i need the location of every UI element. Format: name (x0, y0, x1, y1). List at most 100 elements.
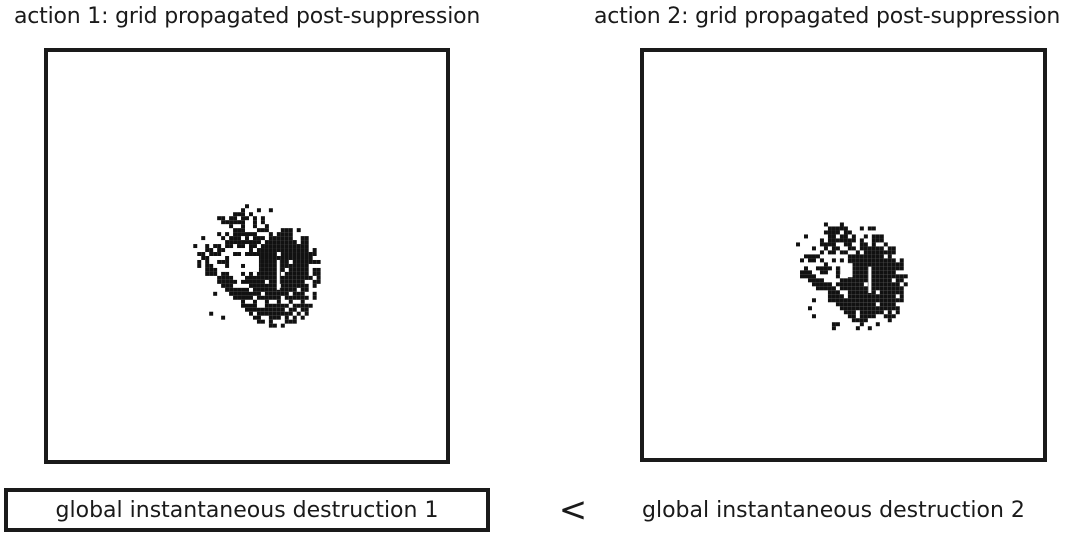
burned-cell (895, 310, 900, 315)
burned-cell (875, 258, 880, 263)
burned-cell (292, 240, 297, 245)
burned-cell (304, 236, 309, 241)
burned-cell (300, 252, 305, 256)
burned-cell (205, 259, 210, 264)
burned-cell (308, 256, 313, 260)
burned-cell (851, 282, 856, 287)
burned-cell (843, 278, 848, 283)
burned-cell (304, 240, 309, 245)
burned-cell (304, 248, 309, 253)
burned-cell (887, 282, 892, 287)
burned-cell (248, 271, 253, 276)
burned-cell (847, 290, 852, 295)
burned-cell (241, 279, 246, 284)
burned-cell (237, 240, 242, 245)
burned-cell (197, 252, 202, 256)
burned-cell (284, 252, 289, 256)
burned-cell (855, 270, 860, 275)
burned-cell (887, 310, 892, 315)
burned-cell (225, 244, 230, 249)
burned-cell (256, 287, 261, 292)
burned-cell (225, 275, 230, 280)
burned-cell (839, 298, 844, 303)
burned-cell (260, 267, 265, 272)
burned-cell (883, 262, 888, 267)
burned-cell (252, 303, 257, 308)
burned-cell (260, 252, 265, 256)
burned-cell (225, 283, 230, 288)
burned-cell (260, 236, 265, 241)
burned-cell (895, 282, 900, 287)
burned-cell (859, 238, 864, 243)
burned-cell (300, 267, 305, 272)
burned-cell (843, 230, 848, 235)
burned-cell (233, 228, 238, 233)
burned-cell (245, 275, 249, 280)
burned-cell (268, 240, 273, 245)
burned-cell (241, 299, 246, 304)
burned-cell (312, 248, 317, 253)
burned-cell (260, 283, 265, 288)
burned-cell (264, 291, 269, 296)
burned-cell (867, 310, 872, 315)
burned-cell (831, 286, 836, 291)
burned-cell (245, 232, 249, 237)
burned-cell (867, 246, 872, 251)
burned-cell (871, 306, 876, 311)
burned-cell (276, 291, 281, 296)
burned-cell (803, 274, 808, 279)
burned-cell (883, 274, 888, 279)
burned-cell (288, 232, 293, 237)
burned-cell (827, 238, 832, 243)
burned-cell (288, 271, 293, 276)
burned-cell (312, 279, 317, 284)
burned-cell (867, 326, 872, 331)
burned-cell (245, 279, 249, 284)
burned-cell (248, 275, 253, 280)
burned-cell (835, 230, 840, 235)
burned-cell (867, 258, 872, 263)
burned-cell (276, 256, 281, 260)
burned-cell (875, 262, 880, 267)
burned-cell (843, 238, 848, 243)
burned-cell (248, 291, 253, 296)
burned-cell (807, 278, 812, 283)
burned-cell (879, 302, 884, 307)
burned-cell (280, 311, 285, 316)
burned-cell (887, 306, 892, 311)
burned-cell (871, 262, 876, 267)
burned-cell (847, 282, 852, 287)
burned-cell (272, 271, 277, 276)
burned-cell (280, 240, 285, 245)
burned-cell (296, 267, 301, 272)
burned-cell (225, 220, 230, 225)
burned-cell (221, 315, 226, 320)
burned-cell (875, 294, 880, 299)
burned-cell (887, 250, 892, 255)
burned-cell (851, 246, 856, 251)
burned-cell (260, 279, 265, 284)
burned-cell (245, 287, 249, 292)
burned-cell (879, 298, 884, 303)
burned-cell (847, 278, 852, 283)
burned-cell (217, 244, 222, 249)
burned-cell (197, 259, 202, 264)
burned-cell (304, 244, 309, 249)
burned-cell (292, 295, 297, 300)
burned-cell (831, 326, 836, 331)
burned-cell (292, 283, 297, 288)
burned-cell (284, 279, 289, 284)
burned-cell (843, 286, 848, 291)
burned-cell (855, 290, 860, 295)
burned-cell (268, 295, 273, 300)
burned-cell (284, 319, 289, 324)
burned-cell (245, 204, 249, 209)
unburned-gap (840, 263, 853, 278)
burned-cell (296, 291, 301, 296)
burned-cell (843, 282, 848, 287)
burned-cell (883, 314, 888, 319)
burned-cell (260, 263, 265, 268)
burned-cell (268, 208, 273, 213)
burned-cell (272, 315, 277, 320)
burned-cell (280, 283, 285, 288)
